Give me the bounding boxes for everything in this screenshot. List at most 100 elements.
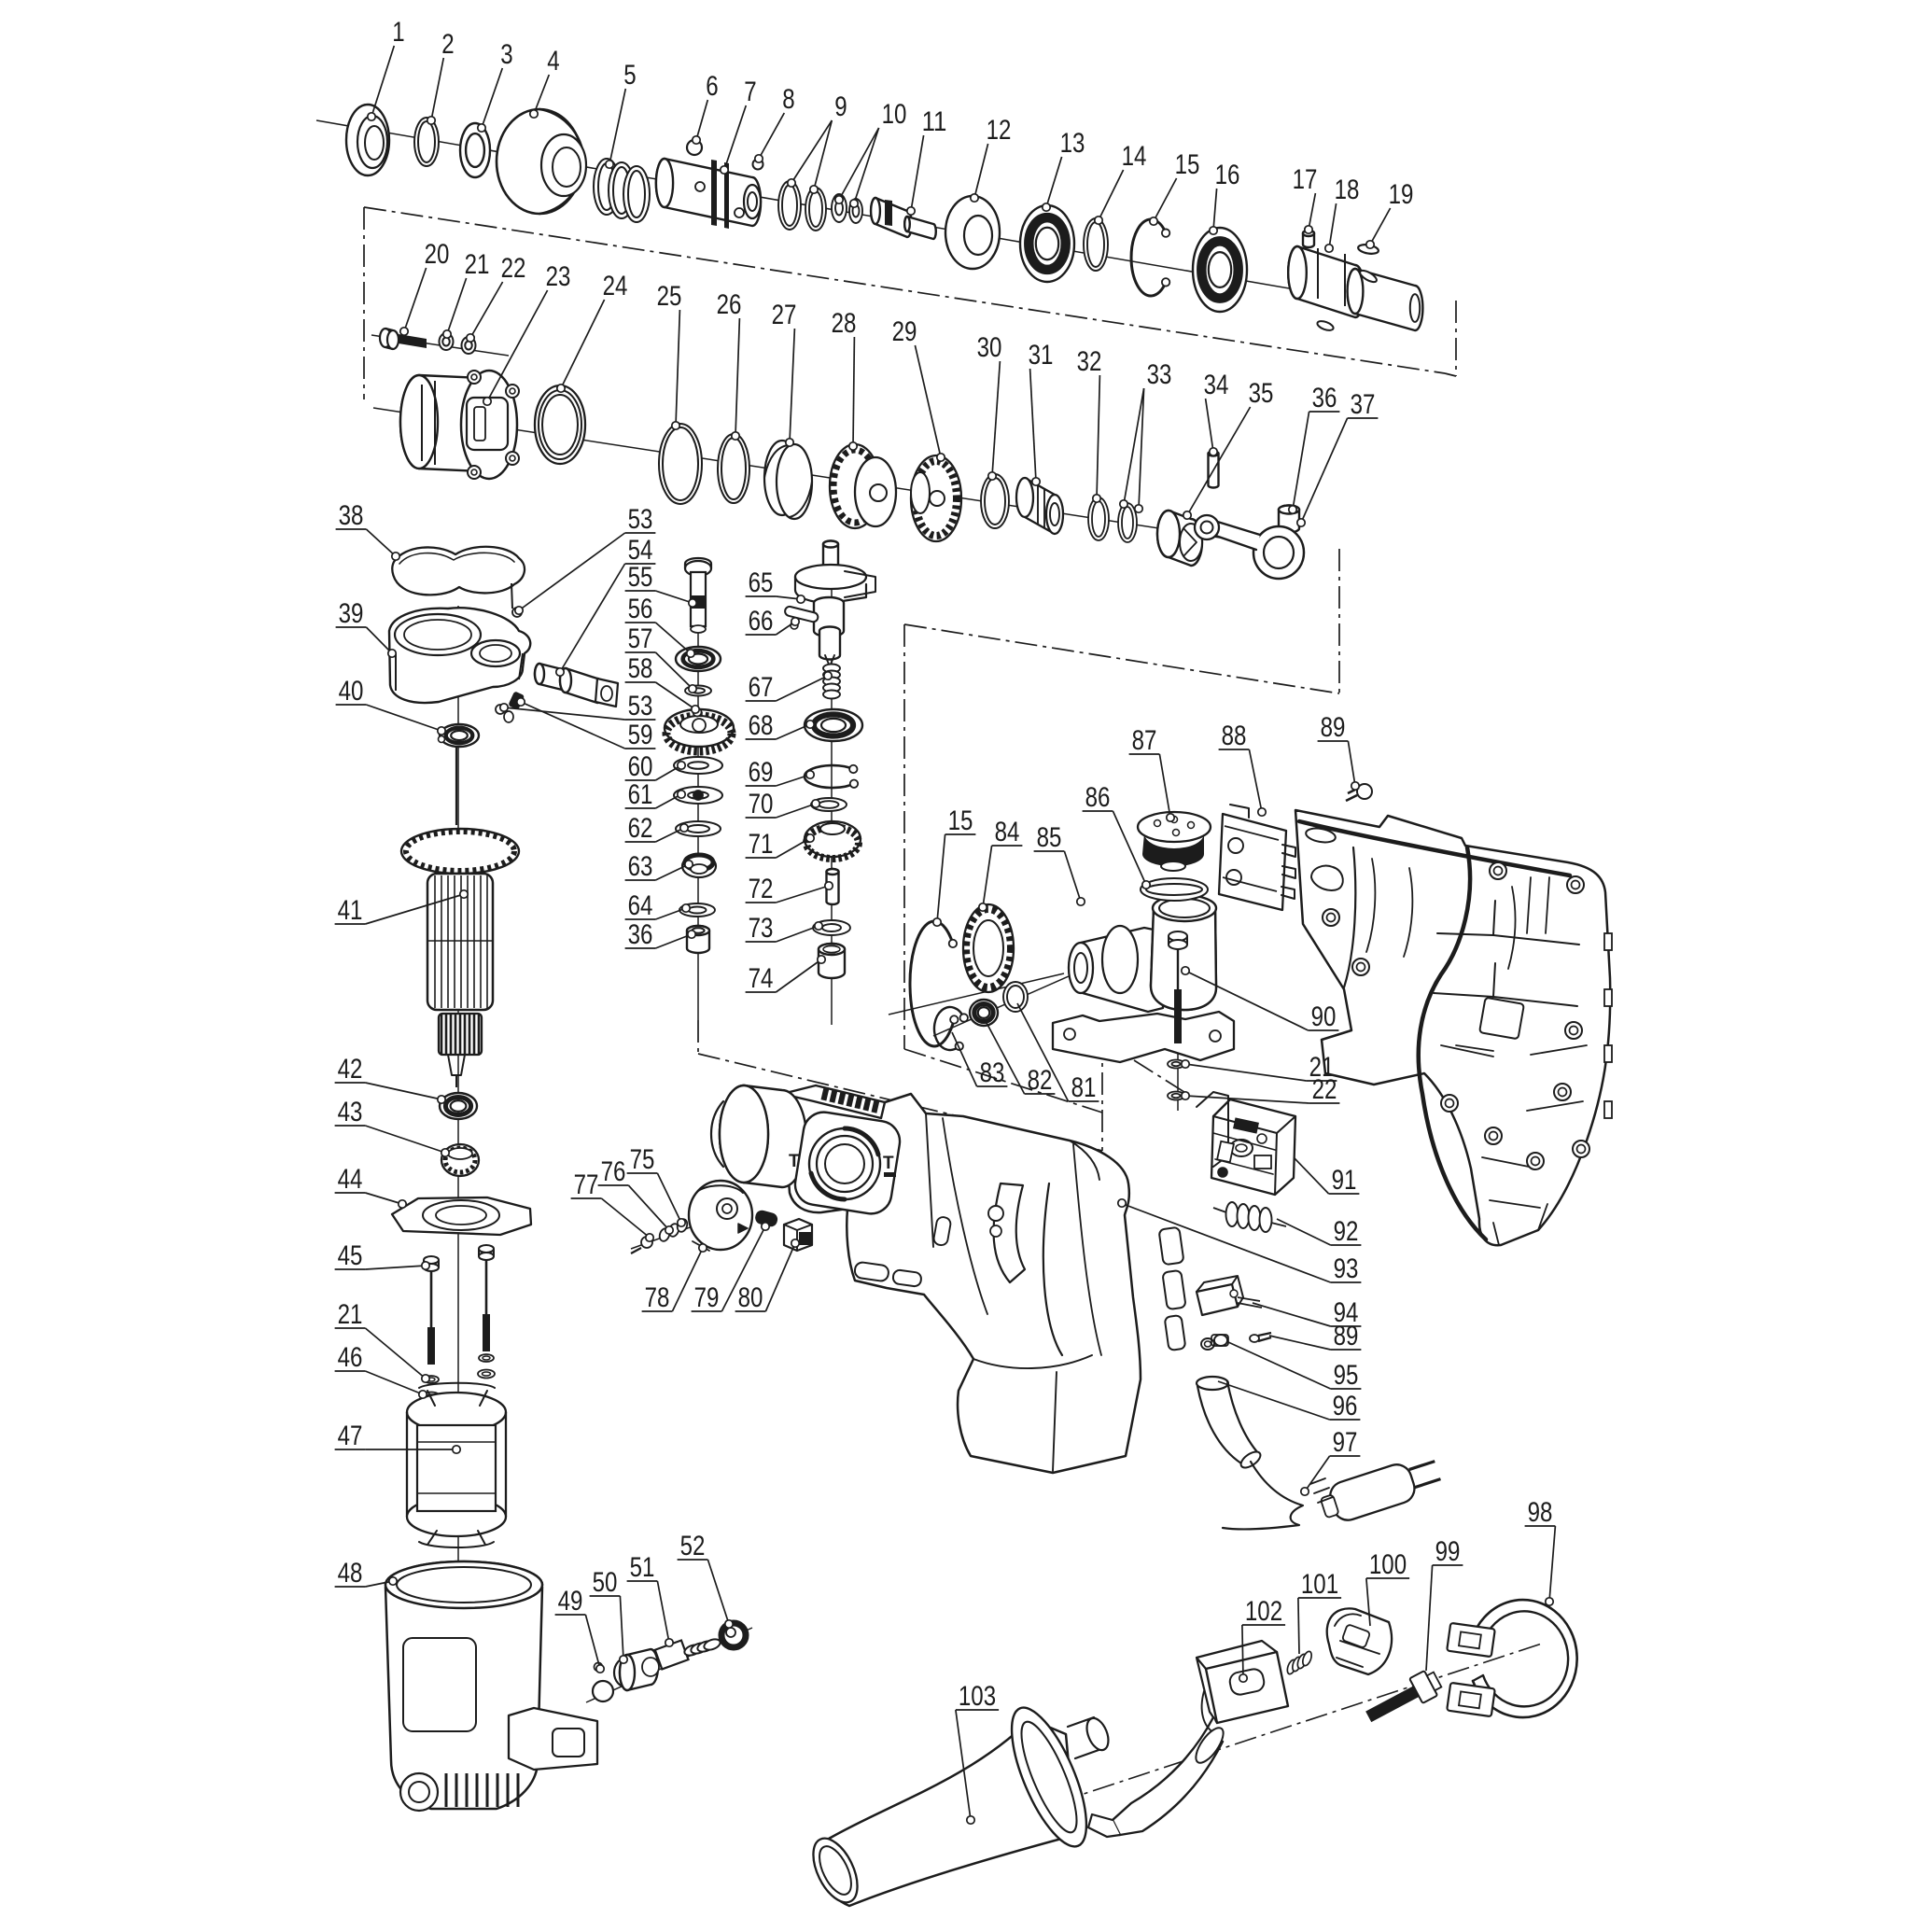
svg-text:63: 63 — [628, 851, 653, 882]
svg-text:35: 35 — [1249, 378, 1274, 409]
svg-text:45: 45 — [338, 1240, 363, 1271]
svg-text:28: 28 — [832, 308, 857, 339]
svg-text:18: 18 — [1335, 175, 1360, 205]
svg-text:52: 52 — [680, 1531, 706, 1561]
svg-text:7: 7 — [744, 77, 756, 107]
svg-text:15: 15 — [1175, 149, 1200, 180]
svg-text:27: 27 — [772, 300, 797, 330]
svg-text:31: 31 — [1029, 340, 1054, 371]
svg-text:84: 84 — [995, 817, 1020, 847]
svg-text:20: 20 — [425, 239, 450, 270]
svg-text:96: 96 — [1333, 1391, 1358, 1421]
svg-text:67: 67 — [749, 672, 774, 703]
svg-text:53: 53 — [628, 504, 653, 535]
svg-text:89: 89 — [1321, 712, 1346, 743]
svg-text:97: 97 — [1333, 1427, 1358, 1458]
svg-text:89: 89 — [1334, 1321, 1359, 1351]
svg-text:56: 56 — [628, 594, 653, 624]
svg-text:91: 91 — [1332, 1165, 1357, 1196]
svg-text:66: 66 — [749, 606, 774, 637]
svg-text:2: 2 — [441, 29, 454, 60]
svg-text:94: 94 — [1334, 1297, 1359, 1328]
svg-text:93: 93 — [1334, 1253, 1359, 1284]
svg-text:98: 98 — [1528, 1497, 1553, 1528]
svg-text:3: 3 — [500, 39, 512, 70]
svg-text:33: 33 — [1147, 359, 1172, 390]
svg-text:10: 10 — [882, 99, 907, 130]
svg-text:69: 69 — [749, 757, 774, 788]
svg-text:78: 78 — [645, 1282, 670, 1313]
svg-text:76: 76 — [601, 1156, 626, 1187]
svg-text:62: 62 — [628, 813, 653, 844]
svg-text:48: 48 — [338, 1558, 363, 1589]
svg-text:38: 38 — [339, 500, 364, 531]
svg-text:14: 14 — [1122, 141, 1147, 172]
svg-text:53: 53 — [628, 691, 653, 721]
svg-text:88: 88 — [1222, 721, 1247, 751]
svg-text:44: 44 — [338, 1164, 363, 1195]
svg-text:87: 87 — [1132, 725, 1157, 756]
svg-text:9: 9 — [834, 91, 847, 122]
svg-text:22: 22 — [1312, 1074, 1337, 1105]
svg-text:29: 29 — [892, 316, 917, 347]
svg-text:58: 58 — [628, 653, 653, 684]
svg-text:26: 26 — [717, 289, 742, 320]
svg-text:65: 65 — [749, 567, 774, 598]
svg-text:16: 16 — [1215, 160, 1240, 190]
svg-text:57: 57 — [628, 623, 653, 654]
svg-text:11: 11 — [922, 106, 947, 137]
svg-text:25: 25 — [657, 281, 682, 312]
svg-text:8: 8 — [782, 84, 794, 115]
svg-text:21: 21 — [338, 1299, 363, 1330]
svg-text:101: 101 — [1301, 1569, 1338, 1600]
svg-text:15: 15 — [948, 805, 973, 836]
svg-text:70: 70 — [749, 789, 774, 819]
svg-text:34: 34 — [1204, 370, 1229, 400]
svg-text:T: T — [883, 1154, 894, 1173]
svg-text:61: 61 — [628, 779, 653, 810]
svg-text:59: 59 — [628, 720, 653, 750]
svg-text:4: 4 — [547, 46, 559, 77]
svg-text:99: 99 — [1435, 1536, 1461, 1567]
svg-text:95: 95 — [1334, 1360, 1359, 1391]
svg-text:79: 79 — [694, 1282, 720, 1313]
svg-text:80: 80 — [738, 1282, 763, 1313]
svg-text:74: 74 — [749, 963, 774, 994]
svg-text:51: 51 — [630, 1552, 655, 1583]
svg-text:19: 19 — [1389, 179, 1414, 210]
svg-text:73: 73 — [749, 913, 774, 944]
svg-text:60: 60 — [628, 751, 653, 782]
svg-text:92: 92 — [1334, 1216, 1359, 1247]
svg-text:T: T — [789, 1152, 800, 1171]
svg-text:75: 75 — [630, 1144, 655, 1175]
svg-text:42: 42 — [338, 1054, 363, 1085]
svg-text:103: 103 — [959, 1681, 996, 1712]
svg-text:40: 40 — [339, 676, 364, 707]
svg-text:46: 46 — [338, 1342, 363, 1373]
svg-text:83: 83 — [980, 1057, 1005, 1088]
svg-text:90: 90 — [1311, 1001, 1337, 1032]
svg-text:71: 71 — [749, 829, 774, 860]
svg-text:81: 81 — [1071, 1072, 1097, 1103]
svg-text:1: 1 — [392, 17, 404, 48]
svg-text:6: 6 — [706, 71, 718, 102]
svg-text:41: 41 — [338, 895, 363, 926]
svg-text:72: 72 — [749, 874, 774, 904]
svg-text:13: 13 — [1060, 128, 1085, 159]
svg-text:82: 82 — [1028, 1065, 1053, 1096]
svg-text:50: 50 — [593, 1567, 618, 1598]
svg-text:39: 39 — [339, 598, 364, 629]
svg-text:64: 64 — [628, 890, 653, 921]
svg-text:24: 24 — [603, 271, 628, 301]
svg-text:21: 21 — [1309, 1052, 1335, 1083]
svg-text:12: 12 — [987, 115, 1012, 146]
svg-text:49: 49 — [558, 1586, 583, 1617]
svg-text:86: 86 — [1085, 782, 1111, 813]
svg-text:68: 68 — [749, 710, 774, 741]
svg-text:5: 5 — [623, 60, 636, 91]
svg-text:85: 85 — [1037, 822, 1062, 853]
svg-text:23: 23 — [546, 261, 571, 292]
svg-text:54: 54 — [628, 535, 653, 566]
svg-text:17: 17 — [1293, 164, 1318, 195]
svg-text:36: 36 — [1312, 383, 1337, 413]
